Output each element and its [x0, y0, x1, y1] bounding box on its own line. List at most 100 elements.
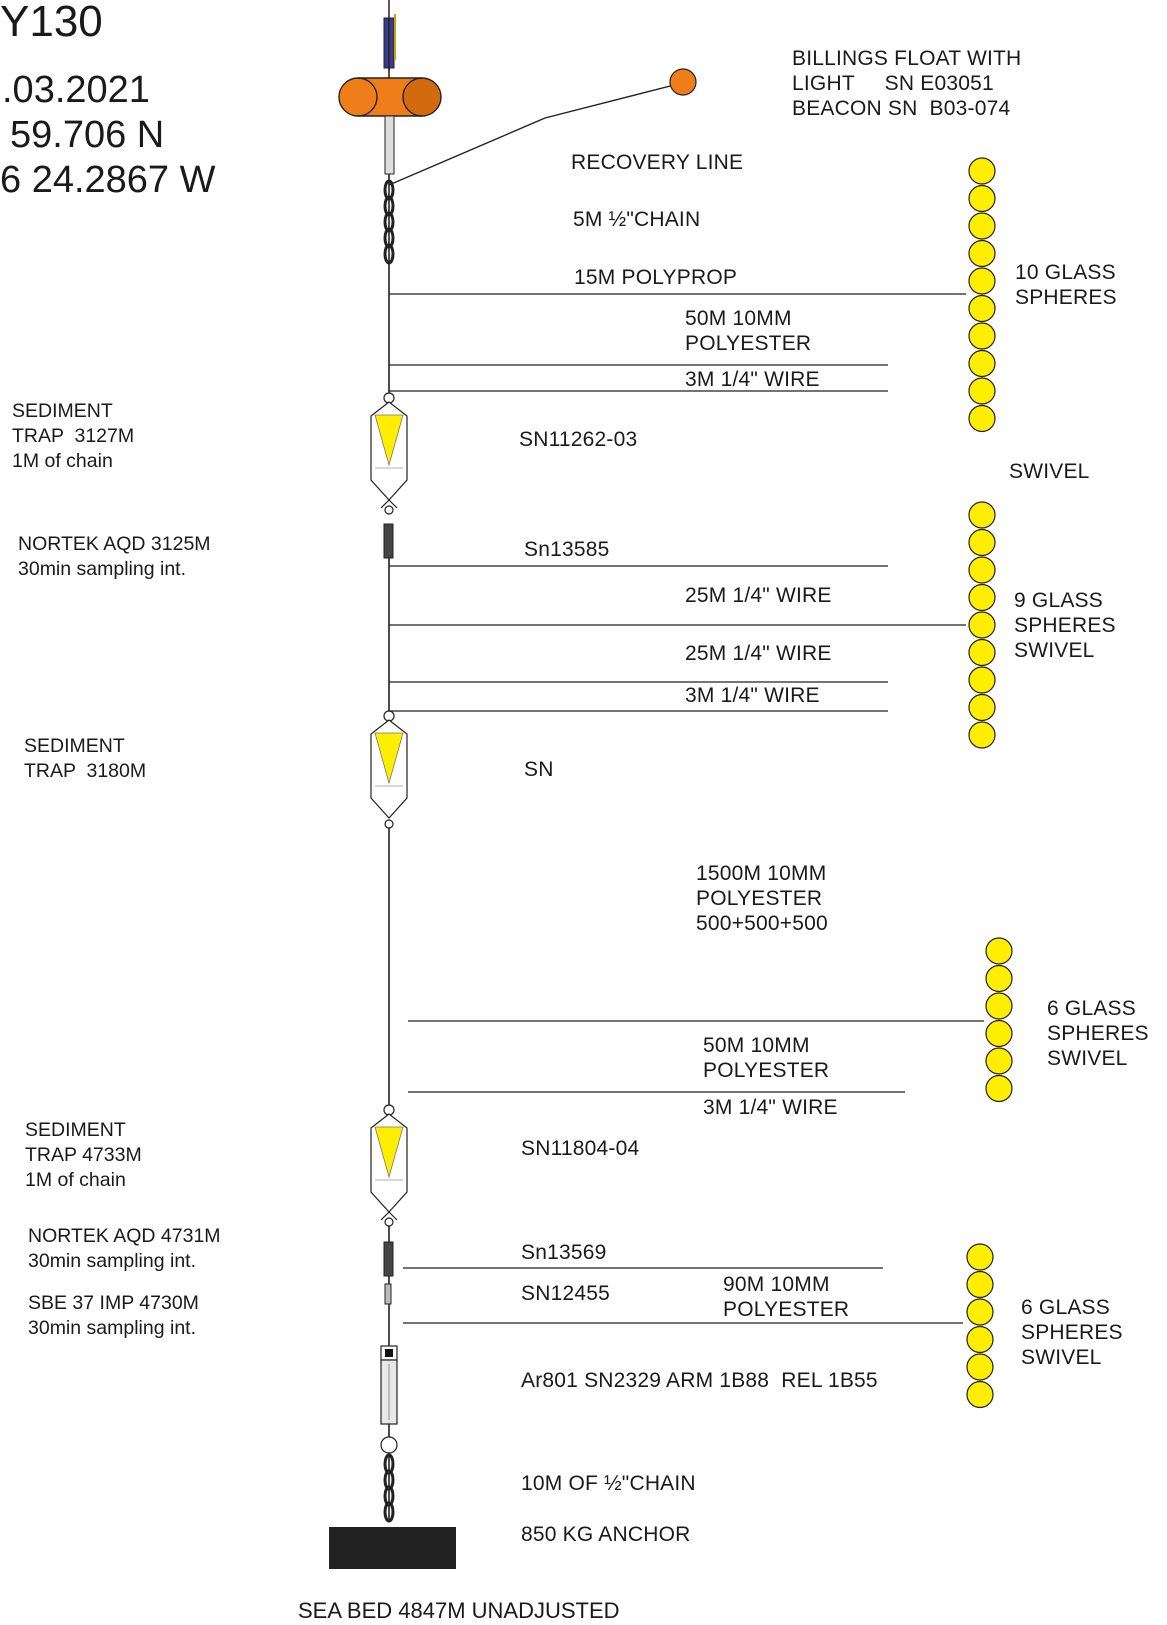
- trap-1-label-l1: SEDIMENT: [12, 400, 113, 422]
- glass-sphere-icon: [966, 1270, 994, 1299]
- glass-sphere-icon: [985, 1074, 1013, 1103]
- sbe-serial: SN12455: [521, 1282, 610, 1305]
- deployment-date: .03.2021: [2, 69, 150, 111]
- glass-sphere-icon: [966, 1353, 994, 1381]
- glass-sphere-icon: [968, 638, 996, 667]
- aqd-1-label-l2: 30min sampling int.: [18, 558, 186, 580]
- recovery-line: [388, 82, 683, 186]
- glass-sphere-icon: [968, 666, 996, 694]
- sbe-label-l1: SBE 37 IMP 4730M: [28, 1292, 199, 1314]
- glass-group-2-label-l3: SWIVEL: [1014, 639, 1095, 662]
- aqd-1-label-l1: NORTEK AQD 3125M: [18, 533, 211, 555]
- trap-2-label-l2: TRAP 3180M: [24, 760, 147, 782]
- aqd-2-serial: Sn13569: [521, 1241, 607, 1264]
- sediment-trap-3-icon: [370, 1104, 408, 1227]
- sbe-label-l2: 30min sampling int.: [28, 1317, 196, 1339]
- glass-sphere-icon: [968, 267, 996, 295]
- trap-3-label-l2: TRAP 4733M: [25, 1144, 142, 1166]
- glass-sphere-icon: [968, 294, 996, 323]
- trap-2-serial: SN: [524, 758, 554, 781]
- chain-icon: [383, 179, 395, 265]
- glass-sphere-icon: [966, 1298, 994, 1326]
- acoustic-release-icon: [380, 1345, 398, 1454]
- aqd-instrument-icon: [383, 523, 394, 559]
- glass-sphere-icon: [968, 212, 996, 240]
- polyester-1-label-l2: POLYESTER: [685, 332, 812, 355]
- polyester-1-label-l1: 50M 10MM: [685, 307, 792, 330]
- glass-sphere-icon: [968, 721, 996, 749]
- glass-group-3-label-l2: SPHERES: [1047, 1022, 1149, 1045]
- sbe-instrument-icon: [384, 1283, 392, 1305]
- glass-sphere-icon: [968, 611, 996, 639]
- glass-group-1-label-l1: 10 GLASS: [1015, 261, 1116, 284]
- glass-sphere-icon: [968, 556, 996, 584]
- wire-25m-b-label: 25M 1/4" WIRE: [685, 642, 832, 665]
- glass-sphere-icon: [968, 583, 996, 612]
- recovery-line-label: RECOVERY LINE: [571, 151, 744, 174]
- anchor-icon: [329, 1527, 456, 1569]
- recovery-float-icon: [669, 68, 697, 96]
- trap-2-label-l1: SEDIMENT: [24, 735, 125, 757]
- glass-group-4-label-l1: 6 GLASS: [1021, 1296, 1110, 1319]
- glass-sphere-icon: [985, 992, 1013, 1020]
- chain-icon: [383, 1453, 395, 1523]
- glass-sphere-icon: [968, 157, 996, 185]
- glass-sphere-stacks: [966, 157, 1013, 1409]
- long-line-label-l2: POLYESTER: [696, 887, 823, 910]
- glass-sphere-icon: [985, 1019, 1013, 1048]
- glass-sphere-icon: [966, 1243, 994, 1271]
- sediment-trap-2-icon: [370, 710, 408, 829]
- long-line-label-l3: 500+500+500: [696, 912, 828, 935]
- glass-group-1-label-l2: SPHERES: [1015, 286, 1117, 309]
- polyester-2-label-l1: 50M 10MM: [703, 1034, 810, 1057]
- glass-group-3-label-l1: 6 GLASS: [1047, 997, 1136, 1020]
- glass-sphere-icon: [968, 377, 996, 405]
- polyester-3-label-l2: POLYESTER: [723, 1298, 850, 1321]
- aqd-instrument-icon: [383, 1241, 394, 1277]
- glass-sphere-icon: [985, 1047, 1013, 1075]
- trap-1-serial: SN11262-03: [519, 428, 638, 451]
- swivel-label: SWIVEL: [1009, 460, 1090, 483]
- float-label-line3: BEACON SN B03-074: [792, 97, 1011, 120]
- glass-sphere-icon: [985, 937, 1013, 965]
- longitude: 6 24.2867 W: [0, 159, 216, 201]
- trap-3-serial: SN11804-04: [521, 1137, 640, 1160]
- polyester-3-label-l1: 90M 10MM: [723, 1273, 830, 1296]
- long-line-label-l1: 1500M 10MM: [696, 862, 827, 885]
- glass-sphere-icon: [985, 964, 1013, 993]
- aqd-2-label-l1: NORTEK AQD 4731M: [28, 1225, 221, 1247]
- polyprop-label: 15M POLYPROP: [574, 266, 738, 289]
- chain-label: 5M ½"CHAIN: [573, 208, 701, 231]
- anchor-label: 850 KG ANCHOR: [521, 1523, 691, 1546]
- release-label: Ar801 SN2329 ARM 1B88 REL 1B55: [521, 1369, 878, 1392]
- glass-sphere-icon: [968, 184, 996, 213]
- glass-group-4-label-l3: SWIVEL: [1021, 1346, 1102, 1369]
- glass-sphere-icon: [966, 1380, 994, 1409]
- glass-sphere-icon: [968, 501, 996, 529]
- float-label-line1: BILLINGS FLOAT WITH: [792, 47, 1022, 70]
- glass-sphere-icon: [968, 404, 996, 433]
- trap-1-label-l3: 1M of chain: [12, 450, 113, 472]
- float-label-line2: LIGHT SN E03051: [792, 72, 994, 95]
- wire-2-label: 3M 1/4" WIRE: [703, 1096, 838, 1119]
- glass-group-4-label-l2: SPHERES: [1021, 1321, 1123, 1344]
- glass-sphere-icon: [968, 239, 996, 268]
- wire-25m-a-label: 25M 1/4" WIRE: [685, 584, 832, 607]
- sediment-trap-1-icon: [370, 392, 408, 515]
- trap-3-label-l3: 1M of chain: [25, 1169, 126, 1191]
- wire-1-label: 3M 1/4" WIRE: [685, 368, 820, 391]
- glass-group-2-label-l1: 9 GLASS: [1014, 589, 1103, 612]
- glass-sphere-icon: [968, 322, 996, 350]
- trap-3-label-l1: SEDIMENT: [25, 1119, 126, 1141]
- mooring-id: Y130: [0, 0, 103, 46]
- latitude: 59.706 N: [10, 114, 165, 156]
- glass-sphere-icon: [968, 693, 996, 722]
- beacon-antenna-icon: [383, 0, 396, 70]
- glass-group-2-label-l2: SPHERES: [1014, 614, 1116, 637]
- bottom-chain-label: 10M OF ½"CHAIN: [521, 1472, 696, 1495]
- glass-sphere-icon: [966, 1325, 994, 1354]
- polyester-2-label-l2: POLYESTER: [703, 1059, 830, 1082]
- glass-sphere-icon: [968, 528, 996, 557]
